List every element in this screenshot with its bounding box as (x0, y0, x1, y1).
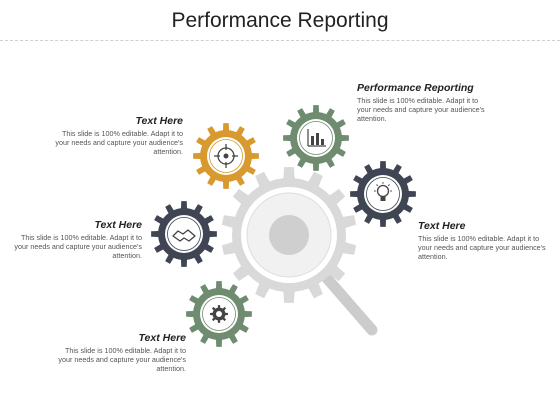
gear-inner-ring (366, 177, 400, 211)
text-here-gear-3 (151, 201, 217, 267)
item-text-here-3: Text Here This slide is 100% editable. A… (14, 219, 142, 260)
gear-inner-ring (209, 139, 243, 173)
item-performance-reporting: Performance Reporting This slide is 100%… (357, 82, 492, 123)
lightbulb-icon (374, 182, 392, 201)
text-here-gear-2 (350, 161, 416, 227)
item-body: This slide is 100% editable. Adapt it to… (55, 129, 183, 156)
item-text-here-4: Text Here This slide is 100% editable. A… (54, 332, 186, 373)
gear-inner-ring (167, 217, 201, 251)
gear-icon (210, 305, 228, 323)
item-body: This slide is 100% editable. Adapt it to… (418, 234, 546, 261)
item-heading: Text Here (94, 219, 142, 231)
gear-hole (364, 175, 402, 213)
item-body: This slide is 100% editable. Adapt it to… (14, 233, 142, 260)
item-heading: Text Here (135, 115, 183, 127)
bar-chart-icon (307, 129, 326, 147)
gear-inner-ring (202, 297, 236, 331)
item-body: This slide is 100% editable. Adapt it to… (357, 96, 485, 123)
item-heading: Text Here (418, 220, 466, 232)
item-body: This slide is 100% editable. Adapt it to… (58, 346, 186, 373)
magnifier-handle (312, 262, 378, 336)
handshake-icon (172, 229, 196, 242)
magnifier-center (269, 215, 309, 255)
page-title: Performance Reporting (171, 9, 389, 32)
item-text-here-2: Text Here This slide is 100% editable. A… (418, 220, 546, 261)
item-heading: Performance Reporting (357, 82, 474, 94)
performance-reporting-gear (283, 105, 349, 171)
text-here-gear-4 (186, 281, 252, 347)
gear-inner-ring (299, 121, 333, 155)
item-text-here-1: Text Here This slide is 100% editable. A… (50, 115, 183, 156)
item-heading: Text Here (138, 332, 186, 344)
text-here-gear-1 (193, 123, 259, 189)
magnifier-gear (221, 167, 378, 336)
title-divider (0, 40, 560, 41)
target-crosshair-icon (214, 144, 238, 168)
